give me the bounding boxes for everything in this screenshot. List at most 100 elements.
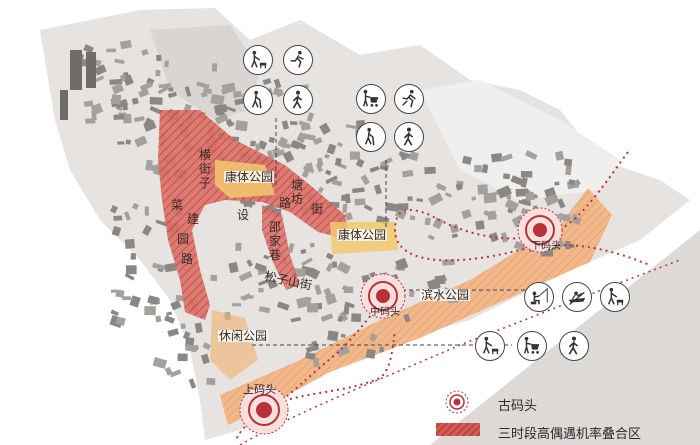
building (155, 315, 162, 323)
building (110, 205, 118, 214)
building (500, 153, 513, 162)
building (554, 150, 565, 161)
building (214, 113, 229, 125)
building (409, 215, 416, 221)
street-tangfang-a: 塘坊 (290, 178, 303, 206)
building (408, 151, 420, 162)
building (524, 191, 536, 202)
building (145, 164, 156, 171)
building (281, 120, 289, 130)
pedestrian-icon (394, 122, 424, 152)
building (351, 313, 362, 323)
building (60, 90, 68, 120)
building (551, 239, 565, 251)
building (506, 194, 512, 200)
building (70, 50, 82, 90)
building (134, 116, 145, 123)
building (119, 39, 132, 50)
building (167, 91, 177, 98)
building (95, 75, 105, 83)
building (565, 165, 572, 176)
building (111, 83, 125, 95)
building (147, 295, 160, 305)
building (138, 88, 150, 98)
dock-marker-zhongmatou (360, 273, 406, 319)
building (129, 295, 141, 308)
label-zhongmatou: 中码头 (370, 307, 400, 318)
legend-old-dock-label: 古码头 (498, 399, 538, 414)
building (313, 137, 323, 146)
building (568, 179, 575, 185)
street-shaojia: 邵家巷 (268, 220, 281, 262)
building (455, 183, 463, 191)
building (284, 143, 291, 149)
building (544, 193, 560, 207)
building (325, 175, 338, 185)
building (196, 81, 210, 89)
building (273, 78, 282, 89)
building (369, 333, 378, 342)
building (258, 287, 264, 293)
building (254, 262, 267, 272)
building (164, 60, 169, 68)
building (316, 163, 323, 173)
building (301, 257, 313, 266)
building (266, 273, 274, 279)
building (340, 194, 348, 202)
walking-cane-icon (356, 122, 386, 152)
building (477, 184, 489, 195)
building (305, 352, 316, 360)
legend-overlap-swatch (436, 423, 480, 436)
building (188, 378, 197, 389)
building (434, 275, 446, 285)
building (385, 202, 400, 212)
building (122, 296, 132, 301)
building (267, 279, 279, 290)
building (194, 322, 203, 334)
building (300, 248, 307, 255)
route-riverside (239, 259, 681, 445)
building (268, 136, 275, 144)
street-lu: 路 (278, 196, 291, 210)
building (177, 353, 188, 362)
building (86, 52, 96, 88)
building (489, 232, 499, 243)
fishing-icon (524, 282, 554, 312)
xiuxian-park-area (210, 310, 258, 380)
building (475, 220, 485, 230)
building (225, 118, 234, 128)
building (149, 96, 163, 105)
building (428, 192, 444, 206)
route-loop (261, 329, 396, 411)
walking-cane-icon (243, 85, 273, 115)
building (462, 155, 472, 165)
building (83, 100, 94, 108)
building (397, 203, 409, 211)
building (240, 295, 254, 300)
building (117, 141, 125, 145)
building (166, 311, 173, 316)
building (501, 232, 508, 243)
running-icon (394, 84, 424, 114)
building (156, 54, 162, 62)
building (180, 323, 186, 329)
building (164, 262, 178, 273)
building (298, 120, 310, 128)
building (90, 103, 104, 115)
building (344, 301, 355, 309)
building (302, 165, 315, 174)
building (416, 198, 424, 203)
building (342, 203, 348, 213)
building (502, 173, 511, 180)
building (152, 356, 168, 369)
building (373, 184, 383, 195)
street-caiyuan-c: 园 (176, 232, 189, 246)
building (349, 151, 360, 160)
building (309, 242, 315, 248)
building (325, 262, 334, 272)
building (481, 164, 489, 174)
building (200, 353, 210, 365)
building (122, 104, 129, 111)
pedestrian-icon (283, 85, 313, 115)
